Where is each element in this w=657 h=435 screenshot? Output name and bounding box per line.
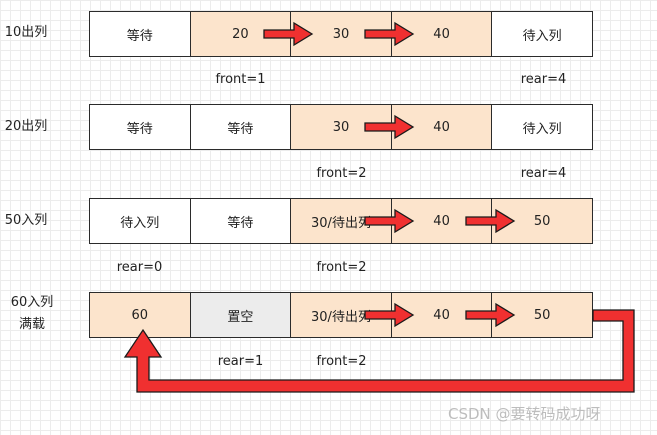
pointer-label: rear=4 <box>520 166 567 181</box>
flow-arrow <box>364 302 415 328</box>
flow-arrow <box>263 21 314 47</box>
pointer-label: rear=1 <box>217 354 264 369</box>
pointer-label: rear=0 <box>116 260 163 275</box>
queue-slot: 待入列 <box>90 199 191 243</box>
row-label-line: 20出列 <box>4 119 48 134</box>
flow-arrow <box>364 114 415 140</box>
pointer-label: front=2 <box>316 260 367 275</box>
queue-slot: 等待 <box>90 105 191 149</box>
queue-slot: 等待 <box>90 12 191 56</box>
flow-arrow <box>364 21 415 47</box>
flow-arrow <box>364 208 415 234</box>
flow-arrow <box>465 208 516 234</box>
queue-slot: 40 <box>391 12 493 56</box>
row-label: 20出列 <box>0 116 52 138</box>
queue-slot: 等待 <box>190 199 292 243</box>
queue-slot: 待入列 <box>492 105 592 149</box>
queue-slot: 等待 <box>190 105 292 149</box>
pointer-label: front=2 <box>316 354 367 369</box>
flow-arrow <box>465 302 516 328</box>
row-label-line: 50入列 <box>4 213 48 228</box>
pointer-label: rear=4 <box>520 72 567 87</box>
row-label: 50入列 <box>0 210 52 232</box>
queue-slot: 待入列 <box>492 12 592 56</box>
row-label: 60入列满载 <box>6 292 58 336</box>
pointer-label: front=2 <box>316 166 367 181</box>
pointer-label: front=1 <box>215 72 266 87</box>
queue-slot: 60 <box>90 293 191 337</box>
queue-slot: 置空 <box>190 293 292 337</box>
row-label: 10出列 <box>0 22 52 44</box>
wrap-around-arrow <box>123 309 635 393</box>
row-label-line: 10出列 <box>4 25 48 40</box>
row-label-line: 满载 <box>18 317 45 332</box>
row-label-line: 60入列 <box>10 295 54 310</box>
watermark: CSDN @要转码成功呀 <box>448 405 601 423</box>
queue-slot: 30/待出列 <box>291 199 392 243</box>
